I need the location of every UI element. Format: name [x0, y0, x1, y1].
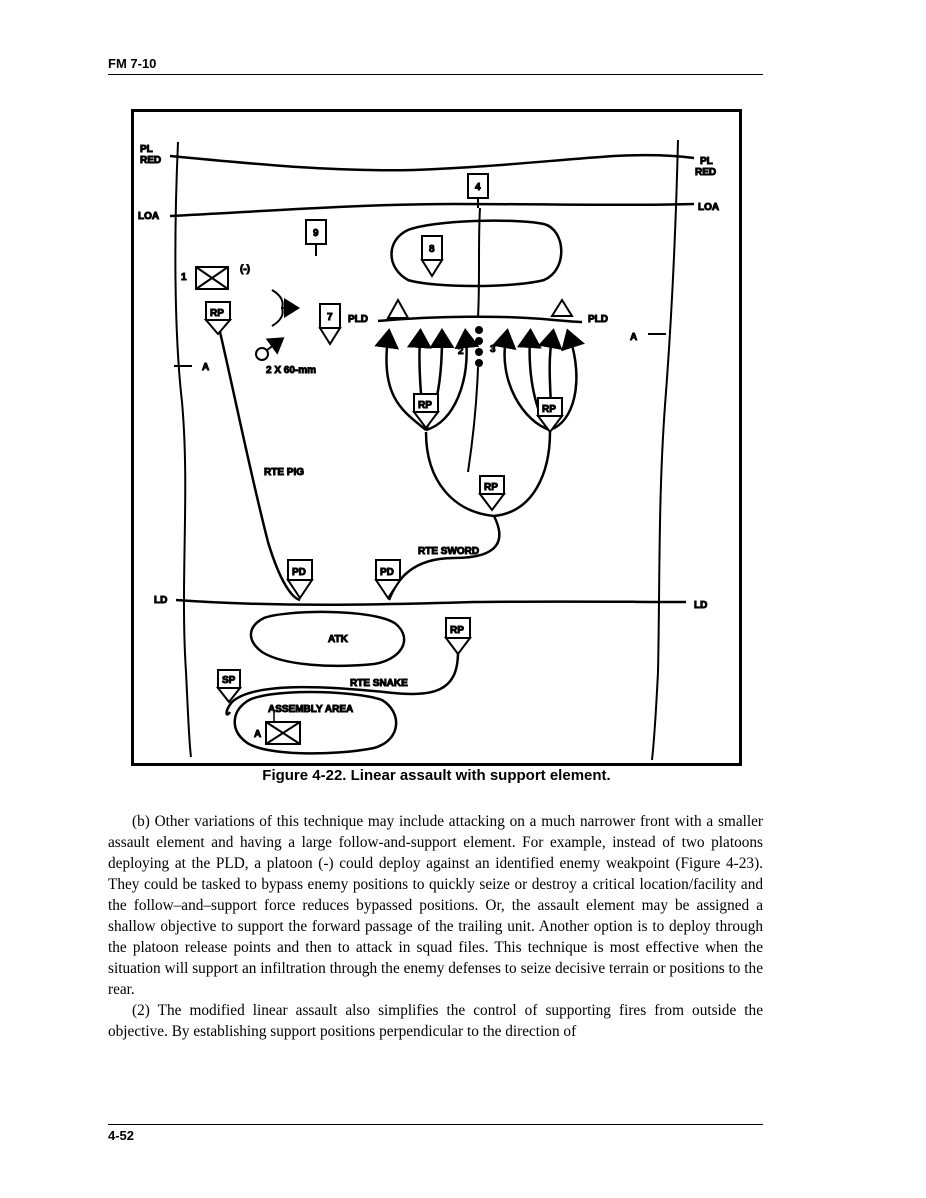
rp-label-center: RP: [484, 482, 498, 493]
pl-red-left-label: PL: [140, 144, 153, 155]
pld-left-label: PLD: [348, 314, 368, 325]
left-platoon-arrow-1: [374, 328, 427, 431]
pld-line: [377, 315, 583, 324]
header-rule: [108, 74, 763, 75]
rp-marker-center: [478, 475, 506, 512]
unit-8-label: 8: [429, 244, 435, 255]
support-by-fire-icon: [271, 289, 292, 327]
rp-label-rte-snake: RP: [450, 625, 464, 636]
unit-4-label: 4: [475, 182, 481, 193]
body-text: (b) Other variations of this technique m…: [108, 811, 763, 1042]
paragraph-2: (2) The modified linear assault also sim…: [108, 1002, 763, 1040]
pl-red-line: [169, 153, 695, 172]
minus-label: (-): [240, 264, 250, 275]
ld-left-label: LD: [154, 595, 167, 606]
loa-left-label: LOA: [138, 211, 159, 222]
assembly-area-a-label: A: [254, 729, 261, 740]
pld-left-triangle: [386, 297, 410, 319]
rp-label-left-platoon: RP: [418, 400, 432, 411]
page-number: 4-52: [108, 1128, 135, 1143]
rte-snake-route: [225, 651, 460, 716]
assembly-area-oval: [233, 690, 398, 755]
pl-red-right-label-2: RED: [695, 167, 716, 178]
rp-label-right-platoon: RP: [542, 404, 556, 415]
unit-9-label: 9: [313, 228, 319, 239]
pd-label-right: PD: [380, 567, 394, 578]
pd-marker-right: [374, 559, 402, 600]
loa-right-label: LOA: [698, 202, 719, 213]
unit-4-box: [467, 173, 489, 208]
rp-marker-left-platoon: [412, 393, 440, 430]
infantry-unit-1-symbol: [195, 266, 229, 290]
center-lower-divider: [467, 366, 479, 473]
rte-sword-label: RTE SWORD: [418, 546, 479, 557]
assembly-area-label: ASSEMBLY AREA: [268, 704, 353, 715]
pd-label-left: PD: [292, 567, 306, 578]
rte-pig-label: RTE PIG: [264, 467, 304, 478]
unit-7-label: 7: [327, 312, 333, 323]
sp-marker: [215, 669, 243, 704]
rp-marker-rte-pig: [203, 301, 233, 336]
paragraph-b: (b) Other variations of this technique m…: [108, 813, 763, 998]
left-platoon-arrow-4: [425, 328, 480, 432]
rp-marker-right-platoon: [536, 397, 564, 434]
atk-position-oval: [249, 610, 406, 668]
loa-line: [169, 202, 695, 218]
rp-center-to-rp-right: [493, 431, 552, 518]
unit-1-label: 1: [181, 272, 187, 283]
right-boundary: [651, 139, 679, 761]
center-divider: [477, 207, 481, 318]
pd-marker-left: [286, 559, 314, 600]
mortar-icon: [255, 337, 285, 361]
center-dots: [475, 326, 483, 367]
figure-caption: Figure 4-22. Linear assault with support…: [262, 767, 611, 784]
objective-a-left-label: A: [202, 362, 209, 373]
unit-8-marker: [420, 235, 444, 278]
rte-sword-route: [387, 515, 501, 601]
tactical-diagram: PL RED PL RED LOA LOA LD LD A A PLD PLD …: [138, 139, 720, 761]
unit-9-box: [305, 219, 327, 256]
objective-8-oval: [390, 219, 563, 288]
ld-line: [175, 598, 687, 606]
rp-center-to-rp-left: [424, 431, 495, 518]
num-3-label: 3: [490, 344, 496, 355]
rte-pig-route: [218, 331, 301, 602]
sp-label: SP: [222, 675, 236, 686]
running-header: FM 7-10: [108, 56, 157, 71]
figure-frame: PL RED PL RED LOA LOA LD LD A A PLD PLD …: [131, 109, 742, 766]
objective-a-right-label: A: [630, 332, 637, 343]
assembly-area-unit-symbol: [265, 710, 301, 745]
pl-red-left-label-2: RED: [140, 155, 161, 166]
right-platoon-arrow-4: [549, 328, 585, 432]
num-2-label: 2: [458, 346, 464, 357]
rte-snake-label: RTE SNAKE: [350, 678, 408, 689]
rp-label-rte-pig: RP: [210, 308, 224, 319]
mortar-label: 2 X 60-mm: [266, 365, 316, 376]
ld-right-label: LD: [694, 600, 707, 611]
pld-right-label: PLD: [588, 314, 608, 325]
left-boundary: [174, 141, 192, 758]
atk-label: ATK: [328, 634, 349, 645]
footer-rule: [108, 1124, 763, 1125]
pl-red-right-label: PL: [700, 156, 713, 167]
unit-7-marker: [318, 303, 342, 346]
rp-marker-rte-snake: [444, 617, 472, 656]
pld-right-triangle: [550, 298, 574, 317]
right-platoon-arrow-1: [491, 328, 551, 432]
